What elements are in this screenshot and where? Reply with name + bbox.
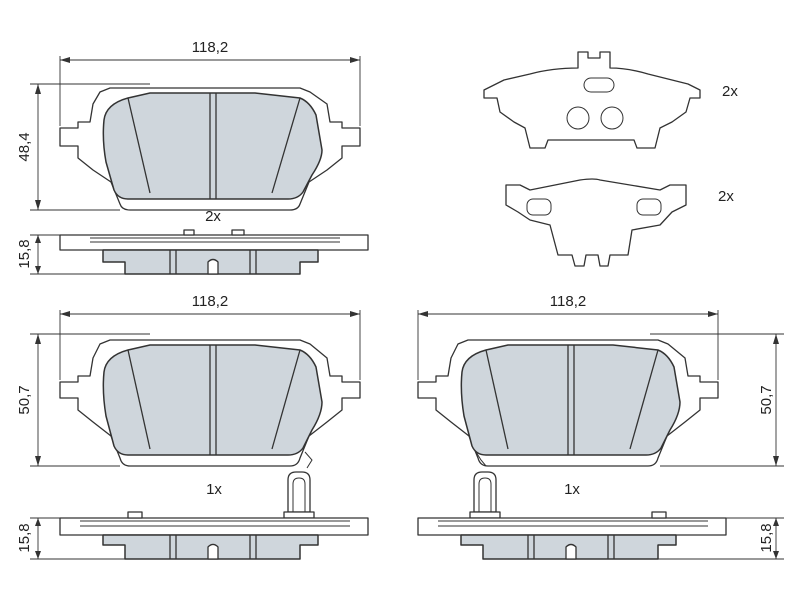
height-label: 50,7 <box>16 385 33 414</box>
thickness-label: 15,8 <box>758 523 775 552</box>
pad-slot-left <box>127 97 151 194</box>
wear-sensor-wire <box>478 477 492 512</box>
pad-slot-right <box>271 97 301 194</box>
arrow-icon <box>708 311 718 317</box>
pad-front-view-bottom-left: 118,2 50,7 1x <box>16 293 361 498</box>
arrow-icon <box>35 456 41 466</box>
width-label: 118,2 <box>192 293 228 310</box>
center-notch <box>207 543 219 560</box>
anti-squeal-shim-icon <box>505 178 687 267</box>
center-notch <box>565 543 577 560</box>
arrow-icon <box>35 235 41 243</box>
tab <box>651 511 667 519</box>
quantity-label: 2x <box>205 208 221 225</box>
shim-hole <box>600 106 624 130</box>
arrow-icon <box>35 200 41 210</box>
friction-material <box>460 344 681 456</box>
sensor-base <box>469 511 501 519</box>
pad-side-view-bottom-left: 15,8 <box>16 471 369 560</box>
shim-quantity-label: 2x <box>722 83 738 100</box>
tab <box>127 511 143 519</box>
center-notch <box>207 258 219 275</box>
tab <box>231 229 245 236</box>
shim-2: 2x <box>505 178 734 267</box>
pad-front-view-bottom-right: 118,2 50,7 1x <box>417 293 784 498</box>
arrow-icon <box>350 57 360 63</box>
quantity-label: 1x <box>564 481 580 498</box>
sensor-base <box>283 511 315 519</box>
arrow-icon <box>35 518 41 526</box>
wear-indicator-clip <box>475 451 487 467</box>
anti-squeal-shim-icon <box>483 51 701 149</box>
pad-slot-right <box>271 349 301 450</box>
pad-slot-right <box>629 349 659 450</box>
arrow-icon <box>773 518 779 526</box>
width-label: 118,2 <box>192 39 228 56</box>
pad-front-view-top-left: 118,2 48,4 2x <box>16 39 361 225</box>
arrow-icon <box>60 311 70 317</box>
arrow-icon <box>60 57 70 63</box>
arrow-icon <box>35 551 41 559</box>
shim-slot <box>526 198 552 216</box>
pad-slot-left <box>485 349 509 450</box>
shim-hole <box>566 106 590 130</box>
quantity-label: 1x <box>206 481 222 498</box>
shim-slot <box>636 198 662 216</box>
arrow-icon <box>35 84 41 94</box>
arrow-icon <box>773 551 779 559</box>
height-label: 48,4 <box>16 132 33 161</box>
pad-side-view-bottom-right: 15,8 <box>417 471 784 560</box>
shim-1: 2x <box>483 51 738 149</box>
width-label: 118,2 <box>550 293 586 310</box>
tab <box>183 229 195 236</box>
pad-slot-left <box>127 349 151 450</box>
wear-indicator-clip <box>304 451 313 469</box>
wear-sensor-wire <box>292 477 306 512</box>
arrow-icon <box>35 334 41 344</box>
shim-quantity-label: 2x <box>718 188 734 205</box>
arrow-icon <box>773 456 779 466</box>
thickness-label: 15,8 <box>16 523 33 552</box>
shim-slot <box>583 77 615 93</box>
thickness-label: 15,8 <box>16 239 33 268</box>
friction-material <box>102 92 323 200</box>
pad-side-view-top-left: 15,8 <box>16 229 369 275</box>
height-label: 50,7 <box>758 385 775 414</box>
arrow-icon <box>350 311 360 317</box>
arrow-icon <box>773 334 779 344</box>
arrow-icon <box>418 311 428 317</box>
friction-material <box>102 344 323 456</box>
arrow-icon <box>35 266 41 274</box>
